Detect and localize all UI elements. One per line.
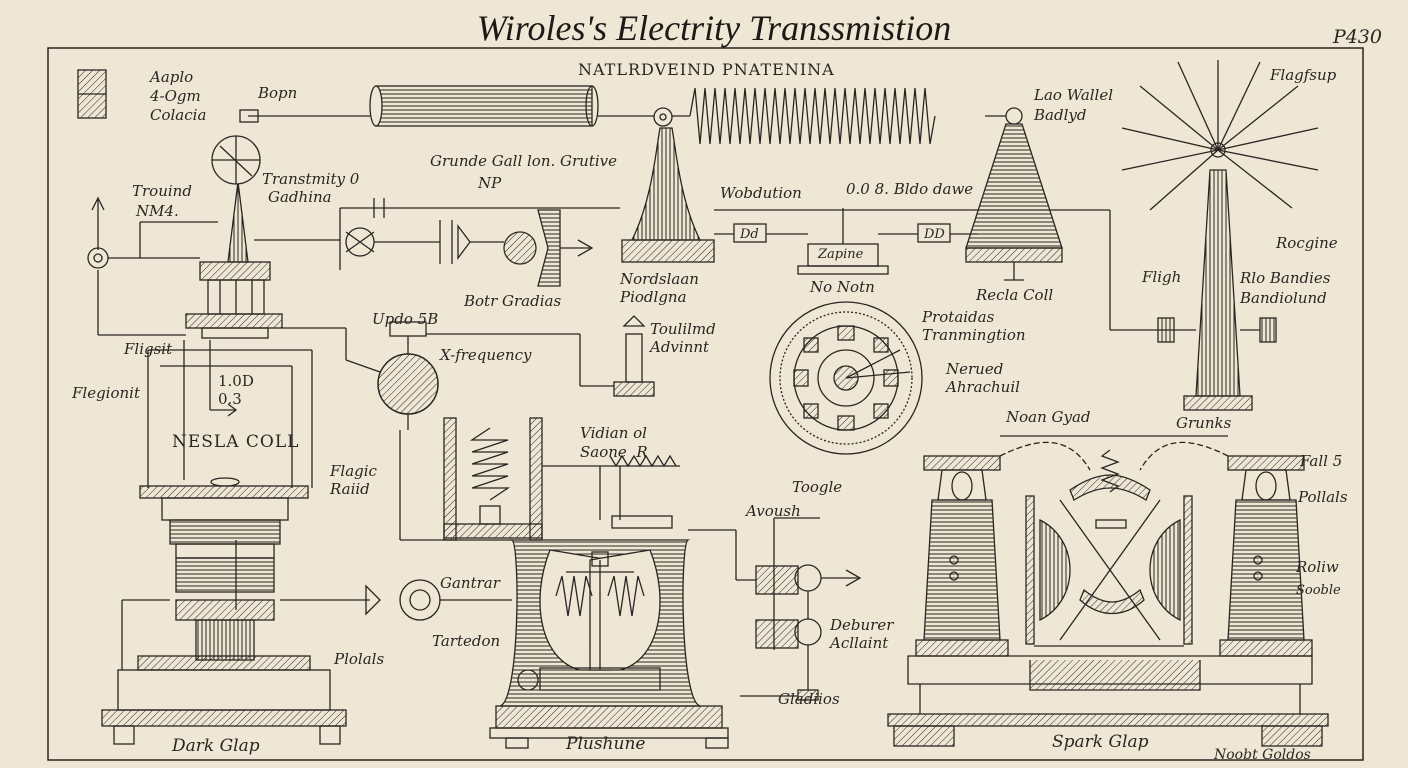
label-nocht: Noobt Goldos [1214,747,1311,763]
antenna-tower-right [1109,60,1319,411]
label-nordslaan: Nordslaan Piodlgna [620,270,699,306]
label-noan-gyad: Noan Gyad [1006,408,1091,426]
label-tartedon: Tartedon [432,632,501,650]
label-flegionit: Flegionit [72,384,140,402]
label-top-left: Aaplo 4-Ogm Colacia [150,68,207,124]
recla-tower [965,107,1063,281]
sunburst-rays [1121,60,1319,211]
label-lao-wallel: Lao Wallel Badlyd [1034,86,1114,124]
label-rocgine: Rocgine [1276,234,1338,252]
label-dark-glap: Dark Glap [172,736,260,756]
label-nerueh: Nerued Ahrachuil [946,360,1020,396]
diagram-subtitle: NATLRDVEIND PNATENINA [578,60,835,79]
label-np: NP [478,174,502,192]
label-trouind: Trouind [132,182,192,200]
label-flagic-raiid: Flagic Raiid [330,462,377,498]
label-dd-box: DD [924,227,945,242]
label-botr-gradias: Botr Gradias [464,292,562,310]
label-fligh-right: Fligh [1142,268,1182,286]
label-grunde-gall: Grunde Gall lon. Grutive [430,152,618,170]
label-gantrar: Gantrar [440,574,500,592]
label-nonots: No Notn [810,278,875,296]
helix-coil [689,87,936,145]
label-grunks: Grunks [1176,414,1232,432]
turbine-disk [769,301,923,455]
label-pollals: Pollals [1298,488,1348,506]
label-do-box: Dd [740,227,759,242]
plate-number: P430 [1332,26,1382,48]
label-recla-coll: Recla Coll [976,286,1054,304]
label-blido-dawe: 0.0 8. Bldo dawe [846,180,974,198]
label-toogle: Toogle [792,478,843,496]
x-frequency-sphere [282,315,655,541]
left-tower [185,109,283,339]
frame-border [47,47,1364,761]
label-plushune: Plushune [566,734,646,754]
gantrar-rotor [365,579,512,621]
valve-group [345,209,594,287]
diagram-title: Wiroles's Electrity Transsmistion [476,8,952,48]
label-gladiios: Gladiios [778,690,840,708]
label-rlo-bandies: Rlo Bandies Bandiolund [1240,269,1331,308]
label-spark-glap: Spark Glap [1052,732,1149,752]
label-rolivw: Roliw [1296,558,1339,576]
label-x-frequency: X-frequency [440,346,532,364]
label-nesla-coll: NESLA COLL [172,432,300,452]
label-nm4: NM4. [136,202,179,220]
toogle-switch [688,517,862,701]
label-zapine: Zapine [818,247,864,262]
label-plolals: Plolals [334,650,385,668]
label-deburer: Deburer Acllaint [830,616,894,652]
label-gadhina: Gadhina [268,188,332,206]
label-fall5: Fall 5 [1300,452,1343,470]
left-wiring [87,196,620,336]
label-dial-value: 1.0D 0.3 [218,372,254,408]
label-transmity: Transtmity 0 [262,170,360,188]
label-wobdution: Wobdution [720,184,802,202]
plushune-machine [489,539,729,749]
label-protaidas: Protaidas Tranmingtion [922,308,1026,344]
label-avoush: Avoush [746,502,801,520]
label-toulilmd: Toulilmd Advinnt [650,320,716,356]
cylinder-capacitor [248,85,655,127]
label-vidian: Vidian ol Saone R [580,424,648,461]
nesla-coil-housing [101,340,370,745]
label-bopn: Bopn [258,84,298,102]
label-fligsit: Fligsit [124,340,173,358]
label-flagfsup: Flagfsup [1270,66,1337,84]
label-updo: Updo 5B [372,310,439,328]
spark-gap-apparatus [887,435,1329,747]
label-sooble: Sooble [1296,583,1341,598]
